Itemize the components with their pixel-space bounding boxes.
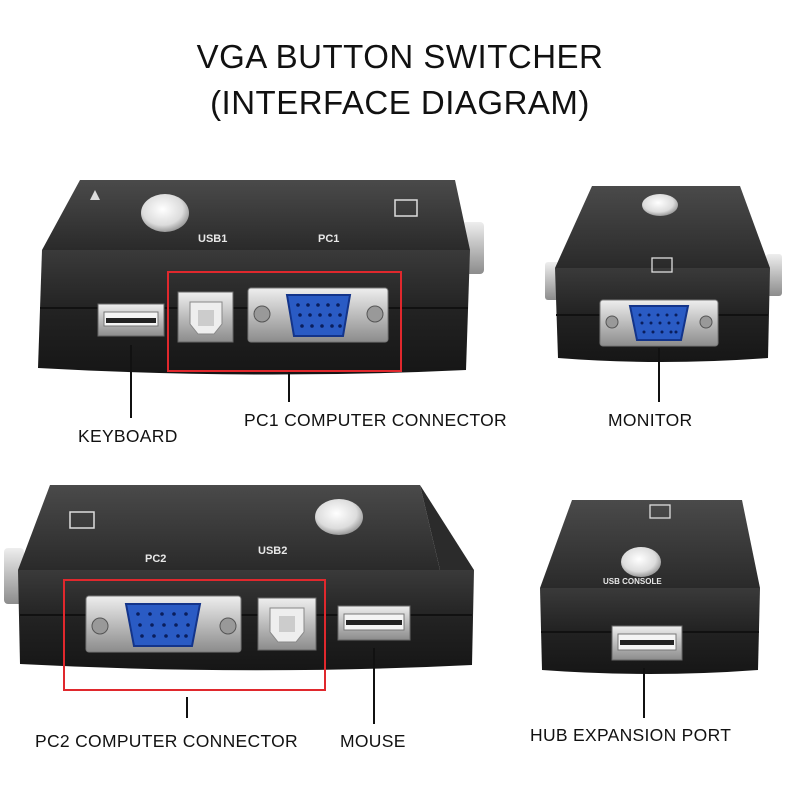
vga-port-pc2: [85, 595, 242, 653]
pc1-highlight-box: [167, 271, 402, 372]
device-bottom-right: USB CONSOLE: [540, 500, 760, 718]
pc2-highlight-box: [63, 579, 326, 691]
device-top-left: USB1 PC1: [38, 180, 484, 418]
label-hub-port: HUB EXPANSION PORT: [530, 725, 732, 745]
usb1-label: USB1: [198, 233, 227, 245]
usb2-label: USB2: [258, 545, 287, 557]
pc1-label: PC1: [318, 233, 339, 245]
diagram-title-line2: (INTERFACE DIAGRAM): [210, 84, 590, 121]
label-pc2-connector: PC2 COMPUTER CONNECTOR: [35, 731, 298, 751]
diagram-title-line1: VGA BUTTON SWITCHER: [196, 38, 604, 75]
pc2-label: PC2: [145, 553, 166, 565]
usb-b-port-2: [257, 597, 317, 651]
usb-console-label: USB CONSOLE: [603, 577, 662, 586]
mouse-usb-port: [337, 605, 411, 641]
vga-port-monitor: [599, 299, 719, 347]
vga-port-pc1: [247, 287, 389, 343]
label-monitor: MONITOR: [608, 410, 693, 430]
hub-usb-port: [611, 625, 683, 661]
keyboard-usb-port: [97, 303, 165, 337]
label-pc1-connector: PC1 COMPUTER CONNECTOR: [244, 410, 507, 430]
device-bottom-left: PC2 USB2: [4, 485, 474, 724]
label-keyboard: KEYBOARD: [78, 426, 178, 446]
usb-b-port-1: [177, 291, 234, 343]
switch-button: [141, 194, 189, 232]
device-top-right: [545, 186, 782, 402]
label-mouse: MOUSE: [340, 731, 406, 751]
